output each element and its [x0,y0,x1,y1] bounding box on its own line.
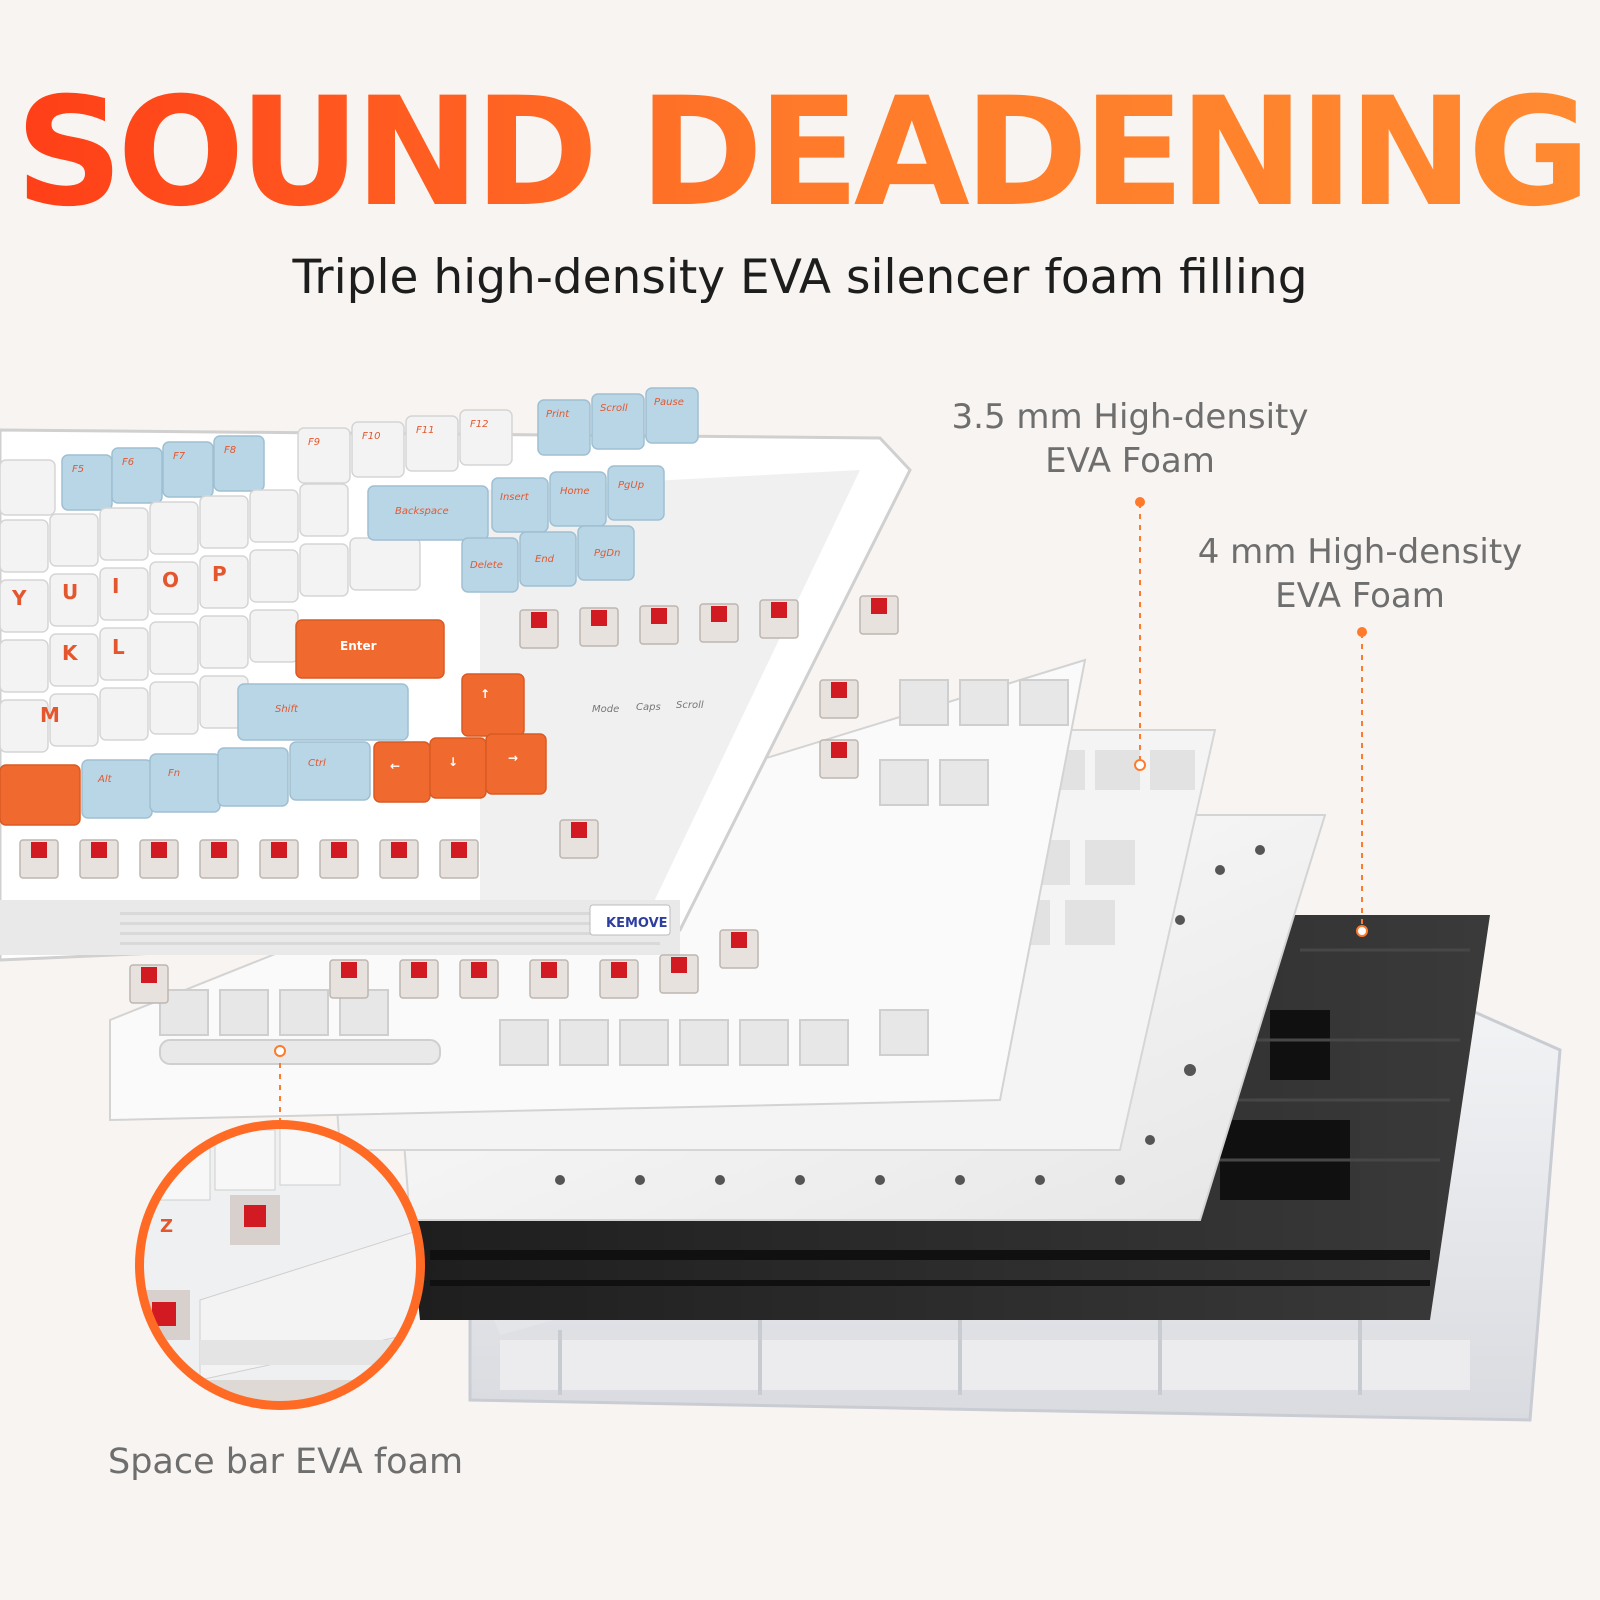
page-subtitle: Triple high-density EVA silencer foam fi… [292,250,1308,305]
svg-text:↑: ↑ [480,687,490,701]
svg-text:F7: F7 [173,451,186,462]
svg-text:Ctrl: Ctrl [308,758,326,769]
callout-35mm-foam: 3.5 mm High-density EVA Foam [951,397,1309,482]
svg-text:F5: F5 [72,464,84,475]
callout-4mm-foam: 4 mm High-density EVA Foam [1197,532,1523,617]
svg-text:F8: F8 [224,445,236,456]
svg-text:→: → [508,751,518,765]
svg-text:End: End [535,554,555,565]
svg-text:F12: F12 [470,419,488,430]
page-title: SOUND DEADENING [0,78,1600,228]
svg-text:Enter: Enter [340,639,377,653]
svg-text:K: K [62,641,79,665]
callout-dots [274,497,1368,1057]
svg-text:U: U [62,580,78,604]
svg-text:Y: Y [11,586,27,610]
switch-row [19,595,899,1004]
function-row-labels: F5 F6 F7 F8 F9 F10 F11 F12 Print Scroll … [72,397,684,475]
space-bar-zoom: Z [135,1120,425,1410]
svg-text:Backspace: Backspace [395,506,449,517]
svg-text:I: I [112,574,119,598]
svg-text:M: M [40,703,60,727]
svg-text:Z: Z [160,1216,173,1237]
svg-text:Mode: Mode [592,704,619,715]
keycaps: F5 F6 F7 F8 F9 F10 F11 F12 Print Scroll … [0,387,699,826]
svg-text:L: L [112,635,125,659]
callout-space-bar-foam: Space bar EVA foam [108,1442,464,1482]
svg-text:←: ← [390,759,400,773]
svg-text:Fn: Fn [168,768,180,779]
svg-text:Alt: Alt [97,774,113,785]
svg-text:Shift: Shift [275,704,299,715]
svg-text:F11: F11 [416,425,434,436]
svg-text:F10: F10 [362,431,380,442]
svg-text:F6: F6 [122,457,134,468]
svg-text:↓: ↓ [448,755,458,769]
svg-text:Home: Home [560,486,590,497]
svg-text:P: P [212,562,227,586]
callout-leaders [279,503,1363,1125]
brand-logo: KEMOVE [606,916,668,931]
svg-text:PgDn: PgDn [594,548,620,559]
svg-text:Scroll: Scroll [600,403,628,414]
svg-text:Insert: Insert [500,492,530,503]
svg-text:Scroll: Scroll [676,700,704,711]
svg-text:Delete: Delete [470,560,503,571]
svg-text:Caps: Caps [636,702,661,713]
svg-text:F9: F9 [308,437,320,448]
indicator-labels: Mode Caps Scroll [592,700,704,715]
svg-text:Print: Print [546,409,570,420]
svg-text:Pause: Pause [654,397,684,408]
svg-text:PgUp: PgUp [618,480,644,491]
svg-text:O: O [162,568,179,592]
modifier-labels: Backspace Insert Home PgUp Delete End Pg… [97,480,644,785]
